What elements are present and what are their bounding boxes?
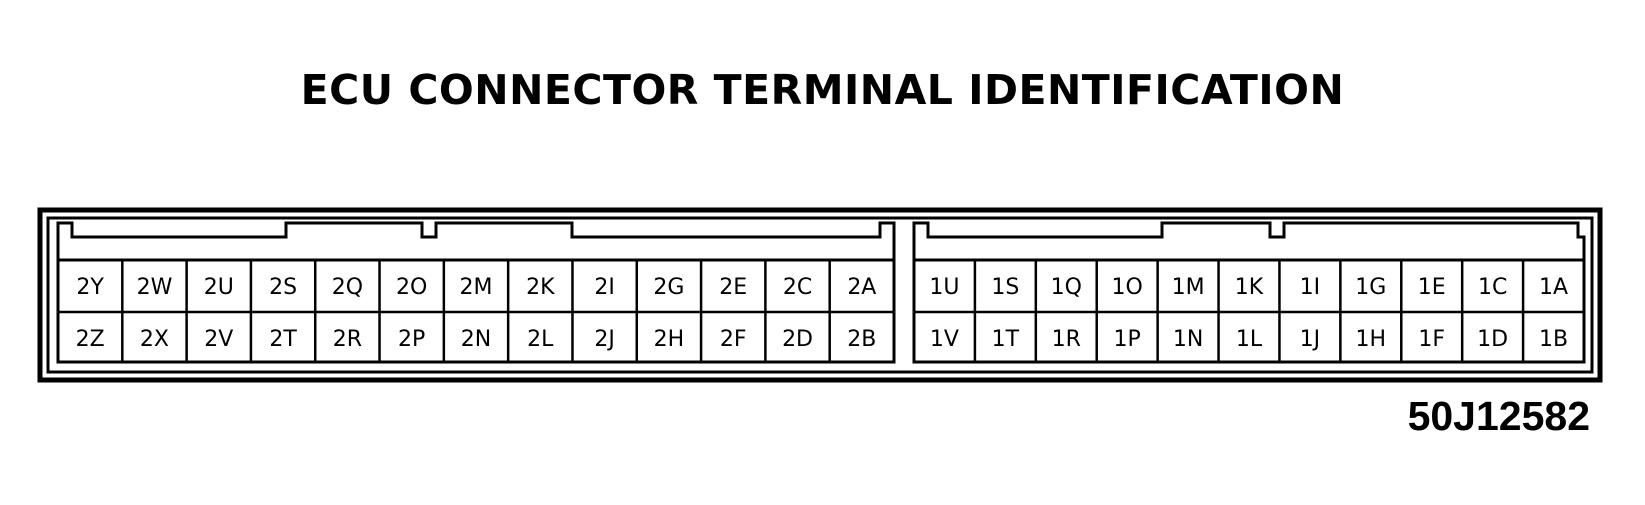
- figure-code: 50J12582: [1407, 393, 1590, 439]
- terminal-1l: 1L: [1236, 327, 1263, 352]
- connector-2-key-outline: [56, 221, 896, 260]
- terminal-2j: 2J: [594, 327, 615, 352]
- terminal-2i: 2I: [594, 275, 615, 300]
- terminal-1b: 1B: [1539, 327, 1568, 352]
- terminal-2w: 2W: [137, 275, 173, 300]
- terminal-2g: 2G: [653, 275, 684, 300]
- terminal-2t: 2T: [269, 327, 297, 352]
- terminal-2x: 2X: [140, 327, 169, 352]
- terminal-1c: 1C: [1478, 275, 1507, 300]
- terminal-1h: 1H: [1356, 327, 1387, 352]
- terminal-1j: 1J: [1300, 327, 1321, 352]
- terminal-1u: 1U: [929, 275, 959, 300]
- terminal-1n: 1N: [1173, 327, 1203, 352]
- terminal-2m: 2M: [460, 275, 493, 300]
- terminal-2r: 2R: [333, 327, 362, 352]
- terminal-2q: 2Q: [332, 275, 363, 300]
- terminal-2p: 2P: [398, 327, 425, 352]
- connector-housing-inner: [46, 216, 1594, 374]
- terminal-1r: 1R: [1052, 327, 1081, 352]
- terminal-2h: 2H: [654, 327, 685, 352]
- connector-1-key-outline: [912, 221, 1586, 260]
- connector-1: 1U 1S 1Q 1O 1M 1K 1I 1G 1E 1C 1A 1V 1T 1R 1P 1N 1L 1J 1H 1F…: [912, 221, 1586, 364]
- terminal-1m: 1M: [1172, 275, 1205, 300]
- terminal-2y: 2Y: [76, 275, 104, 300]
- terminal-2k: 2K: [526, 275, 555, 300]
- terminal-2f: 2F: [720, 327, 747, 352]
- terminal-1k: 1K: [1235, 275, 1264, 300]
- terminal-1e: 1E: [1418, 275, 1446, 300]
- terminal-1a: 1A: [1539, 275, 1568, 300]
- terminal-2o: 2O: [396, 275, 427, 300]
- connector-housing-outer: [37, 207, 1603, 383]
- terminal-2n: 2N: [461, 327, 491, 352]
- terminal-1i: 1I: [1300, 275, 1321, 300]
- terminal-1s: 1S: [991, 275, 1019, 300]
- terminal-2d: 2D: [782, 327, 813, 352]
- terminal-1v: 1V: [930, 327, 959, 352]
- terminal-1t: 1T: [992, 327, 1020, 352]
- connector-2: 2Y 2W 2U 2S 2Q 2O 2M 2K 2I 2G 2E 2C 2A 2Z 2X 2V 2T 2R 2P 2N…: [56, 221, 896, 364]
- terminal-2e: 2E: [719, 275, 747, 300]
- terminal-2u: 2U: [204, 275, 234, 300]
- terminal-2a: 2A: [847, 275, 876, 300]
- terminal-2c: 2C: [783, 275, 812, 300]
- terminal-2v: 2V: [204, 327, 233, 352]
- diagram-title: ECU CONNECTOR TERMINAL IDENTIFICATION: [300, 66, 1345, 114]
- terminal-1o: 1O: [1112, 275, 1143, 300]
- terminal-1f: 1F: [1418, 327, 1445, 352]
- terminal-2s: 2S: [269, 275, 297, 300]
- terminal-1g: 1G: [1355, 275, 1386, 300]
- terminal-2b: 2B: [847, 327, 876, 352]
- terminal-2l: 2L: [527, 327, 554, 352]
- terminal-1p: 1P: [1114, 327, 1141, 352]
- terminal-2z: 2Z: [76, 327, 105, 352]
- terminal-1d: 1D: [1477, 327, 1508, 352]
- terminal-1q: 1Q: [1051, 275, 1082, 300]
